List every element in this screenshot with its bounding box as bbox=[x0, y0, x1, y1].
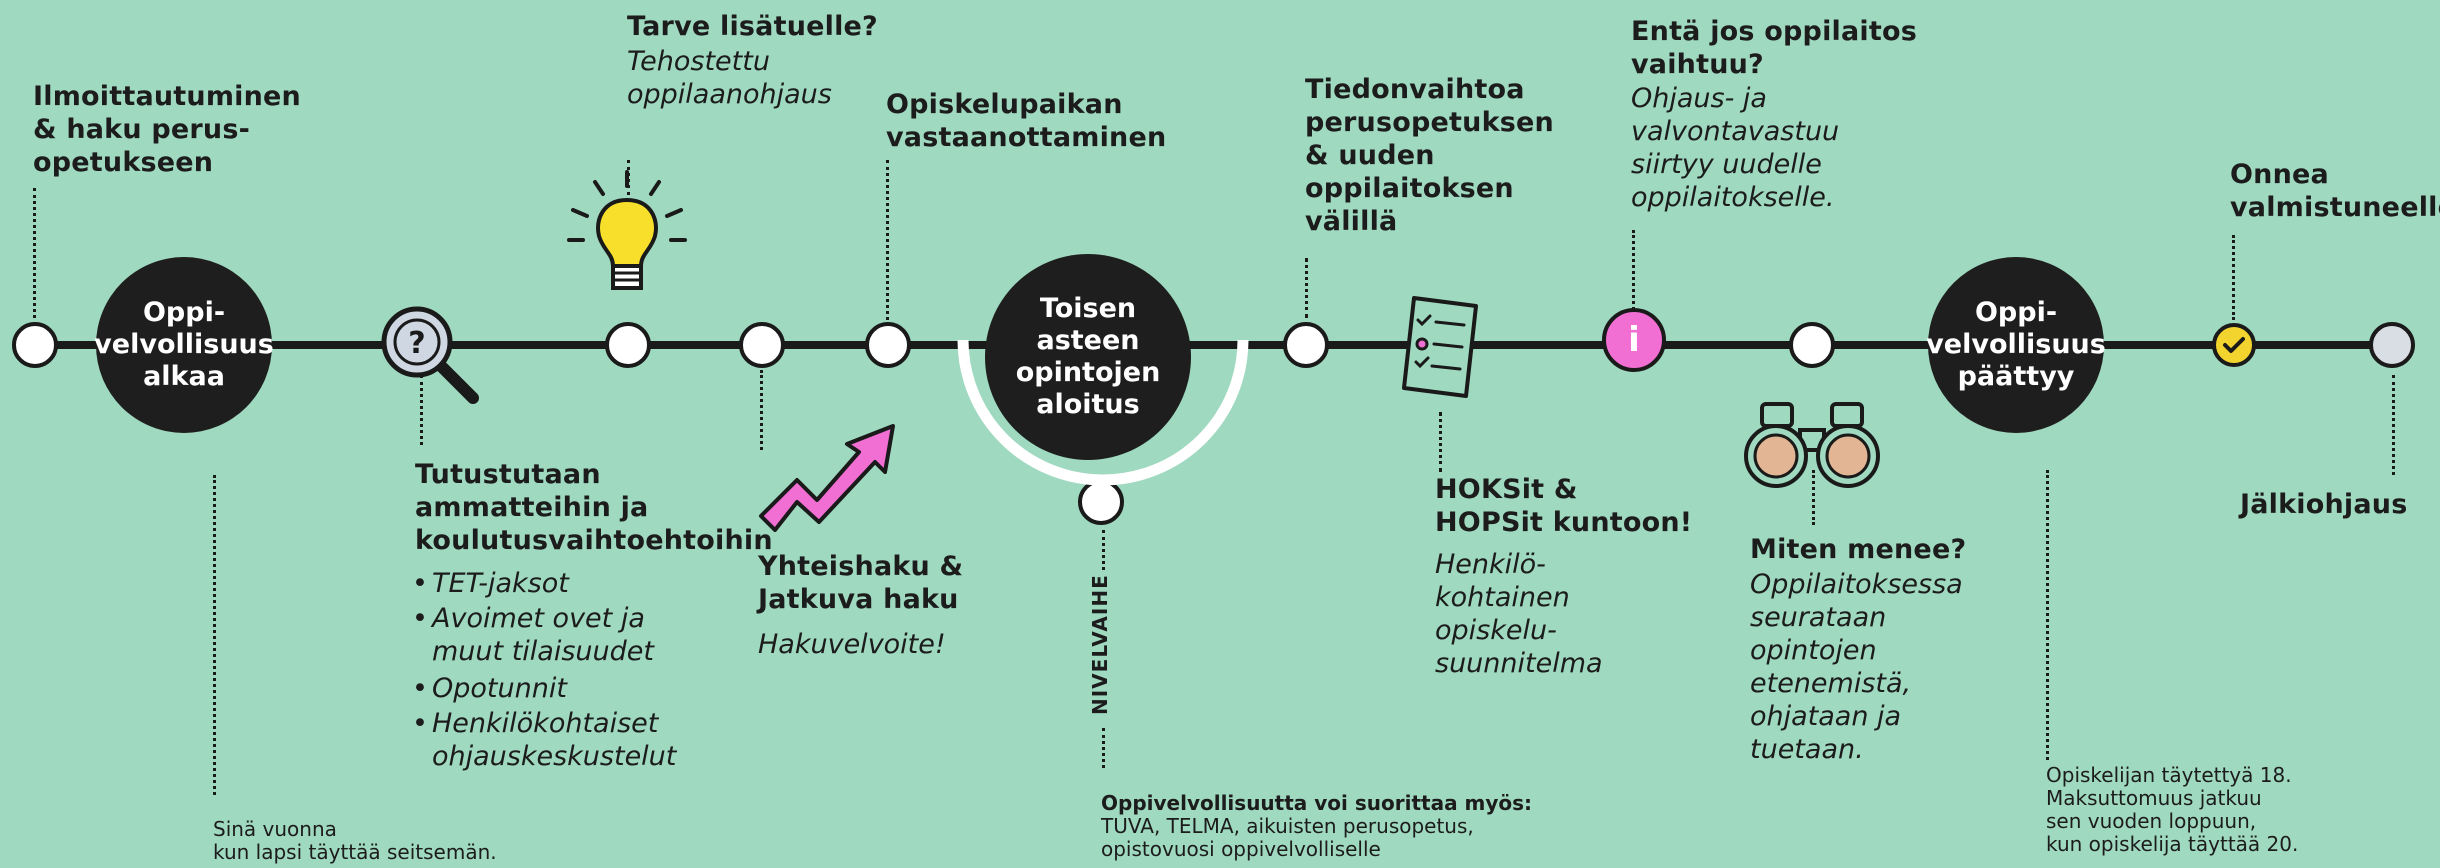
timeline-dot-start bbox=[12, 322, 58, 368]
magnifier-question-icon: ? bbox=[381, 306, 479, 404]
check-icon bbox=[2212, 323, 2256, 367]
connector bbox=[1102, 530, 1105, 570]
tiedonvaihto-text: Tiedonvaihtoa perusopetuksen & uuden opp… bbox=[1305, 74, 1554, 237]
nivel-note-body: TUVA, TELMA, aikuisten perusopetus, opis… bbox=[1101, 814, 1474, 861]
connector bbox=[213, 475, 216, 795]
tarve-title: Tarve lisätuelle? bbox=[627, 11, 878, 42]
hoks-title: HOKSit & HOPSit kuntoon! bbox=[1435, 474, 1693, 538]
milestone-circle-paattyy: Oppi- velvollisuus päättyy bbox=[1926, 257, 2106, 433]
nivel-note-title: Oppivelvollisuutta voi suorittaa myös: bbox=[1101, 791, 1533, 815]
toisen-label: Toisen asteen opintojen aloitus bbox=[1015, 293, 1161, 420]
yhteishaku-title: Yhteishaku & Jatkuva haku bbox=[758, 551, 964, 615]
tutustutaan-item-label: Avoimet ovet ja muut tilaisuudet bbox=[432, 603, 654, 667]
vastaanotto-text: Opiskelupaikan vastaanottaminen bbox=[886, 89, 1167, 153]
tarve-sub: Tehostettu oppilaanohjaus bbox=[627, 46, 832, 110]
milestone-circle-toisen: Toisen asteen opintojen aloitus bbox=[985, 254, 1191, 460]
tutustutaan-item-label: TET-jaksot bbox=[432, 568, 569, 599]
alkaa-note: Sinä vuonna kun lapsi täyttää seitsemän. bbox=[213, 817, 497, 864]
onnea-text: Onnea valmistuneelle! bbox=[2230, 159, 2440, 223]
timeline-dot-tiedonvaihto bbox=[1283, 322, 1329, 368]
timeline-dot-vastaanotto bbox=[865, 322, 911, 368]
paattyy-label: Oppi- velvollisuus päättyy bbox=[1926, 297, 2106, 392]
connector bbox=[1305, 258, 1308, 318]
info-glyph: i bbox=[1628, 320, 1640, 360]
jalkiohjaus-text: Jälkiohjaus bbox=[2240, 489, 2408, 520]
timeline-dot-nivelvaihe bbox=[1078, 479, 1124, 525]
enta-sub: Ohjaus- ja valvontavastuu siirtyy uudell… bbox=[1631, 83, 1840, 213]
hoks-sub: Henkilö- kohtainen opiskelu- suunnitelma bbox=[1435, 549, 1603, 679]
timeline-dot-miten bbox=[1789, 322, 1835, 368]
lightbulb-icon bbox=[567, 170, 687, 290]
enta-title: Entä jos oppilaitos vaihtuu? bbox=[1631, 16, 1917, 80]
timeline-dot-yhteishaku bbox=[739, 322, 785, 368]
timeline-dot-end bbox=[2369, 322, 2415, 368]
miten-sub: Oppilaitoksessa seurataan opintojen eten… bbox=[1750, 569, 1963, 765]
tutustutaan-item-label: Henkilökohtaiset ohjauskeskustelut bbox=[432, 708, 677, 772]
tutustutaan-item-label: Opotunnit bbox=[432, 673, 567, 704]
nivelvaihe-text: NIVELVAIHE bbox=[1088, 574, 1112, 715]
connector bbox=[420, 375, 423, 445]
yhteishaku-sub: Hakuvelvoite! bbox=[758, 629, 946, 660]
tutustutaan-item: •Avoimet ovet ja muut tilaisuudet bbox=[412, 603, 654, 667]
connector bbox=[1632, 230, 1635, 315]
tutustutaan-item: •Henkilökohtaiset ohjauskeskustelut bbox=[412, 708, 677, 772]
timeline-line bbox=[30, 341, 2402, 349]
ring-arc bbox=[957, 339, 1249, 486]
svg-text:?: ? bbox=[408, 326, 425, 361]
milestone-circle-alkaa: Oppi- velvollisuus alkaa bbox=[94, 257, 274, 433]
binoculars-icon bbox=[1744, 402, 1880, 488]
tutustutaan-item: •TET-jaksot bbox=[412, 568, 569, 599]
connector bbox=[1439, 412, 1442, 472]
connector bbox=[2392, 375, 2395, 475]
ilmoittautuminen-text: Ilmoittautuminen & haku perus- opetuksee… bbox=[33, 81, 301, 178]
tutustutaan-title: Tutustutaan ammatteihin ja koulutusvaiht… bbox=[415, 459, 773, 556]
trend-arrow-icon bbox=[759, 424, 895, 532]
info-icon: i bbox=[1602, 308, 1666, 372]
checklist-icon bbox=[1402, 296, 1478, 398]
paattyy-note: Opiskelijan täytettyä 18. Maksuttomuus j… bbox=[2046, 763, 2299, 856]
alkaa-label: Oppi- velvollisuus alkaa bbox=[94, 297, 274, 392]
connector bbox=[1102, 728, 1105, 768]
connector bbox=[1812, 470, 1815, 525]
connector bbox=[886, 160, 889, 320]
miten-title: Miten menee? bbox=[1750, 534, 1967, 565]
connector bbox=[2232, 235, 2235, 320]
nivelvaihe-label: NIVELVAIHE bbox=[1088, 574, 1112, 715]
connector bbox=[2046, 470, 2049, 760]
tutustutaan-item: •Opotunnit bbox=[412, 673, 567, 704]
connector bbox=[33, 188, 36, 318]
timeline-dot-tarve bbox=[605, 322, 651, 368]
connector bbox=[760, 370, 763, 450]
